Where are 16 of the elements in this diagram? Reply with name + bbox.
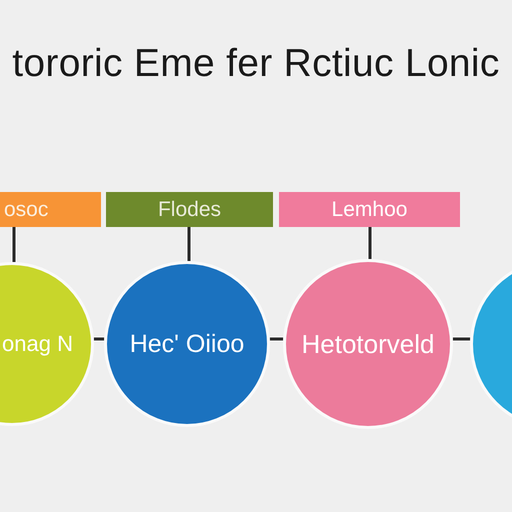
connector-line <box>452 338 470 340</box>
label-box <box>106 192 273 227</box>
connector-line <box>270 338 284 340</box>
box-label: osoc <box>4 199 48 220</box>
circle-label: onag N <box>2 333 73 355</box>
connector-line <box>188 227 190 262</box>
box-label: Lemhoo <box>332 199 408 220</box>
diagram-title: tororic Eme fer Rctiuc Lonic <box>12 44 500 83</box>
circle-label: Hec' Oiioo <box>130 332 244 356</box>
label-box <box>279 192 460 227</box>
label-box <box>0 192 101 227</box>
connector-line <box>368 227 372 260</box>
box-label: Flodes <box>158 199 222 220</box>
connector-line <box>94 338 104 340</box>
circle-label: Hetotorveld <box>302 331 434 357</box>
connector-line <box>12 227 16 262</box>
